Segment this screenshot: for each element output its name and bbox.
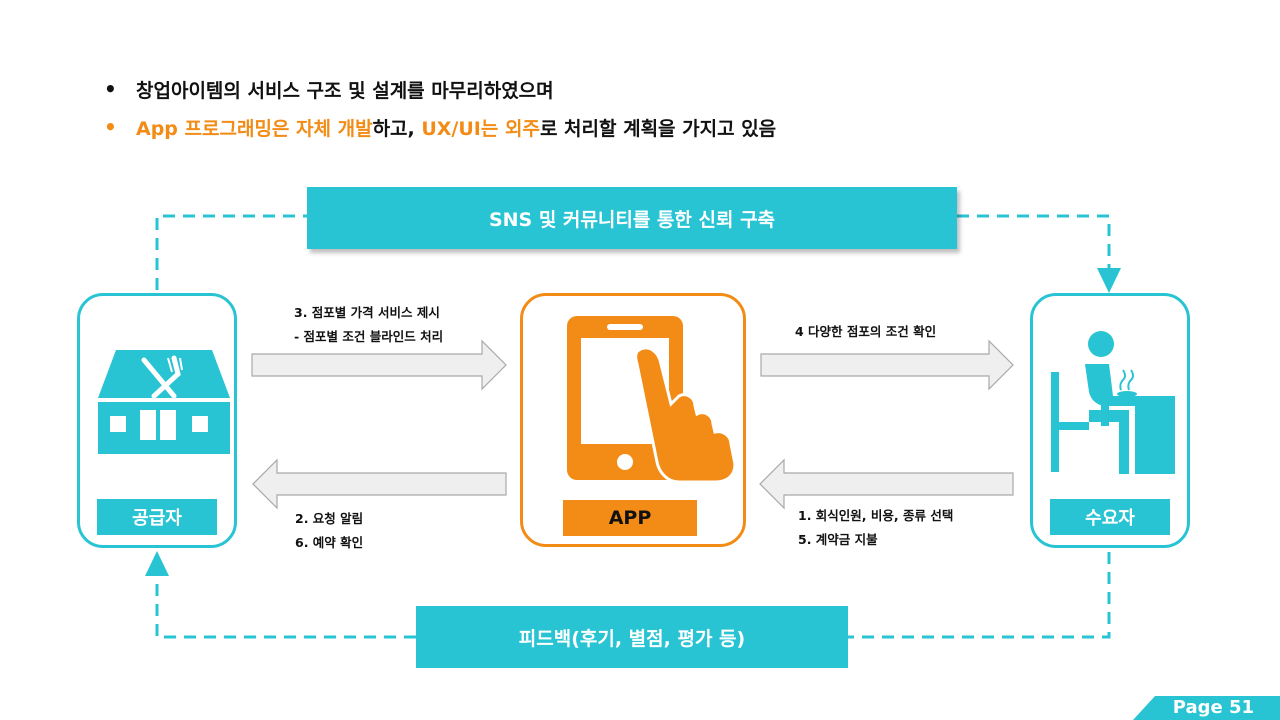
flow-step: 4 다양한 점포의 조건 확인	[795, 324, 937, 339]
bullet-text: 창업아이템의 서비스 구조 및 설계를 마무리하였으며	[136, 76, 554, 103]
bottom-dashed-connector	[155, 575, 416, 639]
flow-step: 1. 회식인원, 비용, 종류 선택	[798, 508, 954, 523]
highlight-segment: App 프로그래밍은 자체 개발	[136, 117, 373, 140]
trust-banner: SNS 및 커뮤니티를 통한 신뢰 구축	[307, 187, 957, 249]
bullet-segment: 하고,	[372, 117, 422, 140]
consumer-node: 수요자	[1030, 293, 1190, 548]
flow-step: 6. 예약 확인	[295, 535, 364, 550]
bullet-segment: 창업아이템의 서비스 구조 및 설계를 마무리하였으며	[136, 79, 554, 102]
flow-label-supplier-to-app: 3. 점포별 가격 서비스 제시 - 점포별 조건 블라인드 처리	[294, 301, 443, 349]
bullet-text: App 프로그래밍은 자체 개발하고, UX/UI는 외주로 처리할 계획을 가…	[136, 114, 776, 141]
flow-step: 5. 계약금 지불	[798, 532, 878, 547]
app-label: APP	[563, 500, 697, 536]
flow-label-app-to-consumer: 4 다양한 점포의 조건 확인	[795, 320, 936, 344]
left-arrow-consumer-to-app	[759, 458, 1014, 510]
restaurant-icon	[98, 350, 230, 454]
app-node: APP	[520, 293, 746, 547]
page-tag-shape	[1133, 696, 1280, 720]
smartphone-tap-icon	[567, 316, 737, 482]
page-number-tag: Page 51	[1133, 696, 1280, 720]
bullet-segment: 로 처리할 계획을 가지고 있음	[539, 117, 777, 140]
feedback-banner: 피드백(후기, 별점, 평가 등)	[416, 606, 848, 668]
bottom-dashed-connector	[848, 552, 1111, 639]
supplier-label: 공급자	[97, 499, 217, 535]
up-arrowhead-icon	[145, 551, 169, 576]
top-dashed-connector	[155, 214, 307, 290]
down-arrowhead-icon	[1097, 268, 1121, 293]
page-number: Page 51	[1172, 697, 1254, 718]
left-arrow-app-to-supplier	[252, 458, 507, 510]
highlight-segment: UX/UI는 외주	[421, 117, 540, 140]
supplier-node: 공급자	[77, 293, 237, 548]
flow-step: 3. 점포별 가격 서비스 제시	[294, 305, 440, 320]
flow-step: - 점포별 조건 블라인드 처리	[294, 329, 444, 344]
flow-label-app-to-supplier: 2. 요청 알림 6. 예약 확인	[295, 507, 363, 555]
top-dashed-connector	[957, 214, 1111, 270]
flow-label-consumer-to-app: 1. 회식인원, 비용, 종류 선택 5. 계약금 지불	[798, 504, 953, 552]
bullet-list: • 창업아이템의 서비스 구조 및 설계를 마무리하였으며 • App 프로그래…	[104, 70, 776, 146]
diner-icon	[1051, 331, 1175, 474]
right-arrow-app-to-consumer	[760, 339, 1014, 391]
consumer-label: 수요자	[1050, 499, 1170, 535]
bullet-dot: •	[104, 77, 117, 101]
bullet-item: • App 프로그래밍은 자체 개발하고, UX/UI는 외주로 처리할 계획을…	[104, 108, 776, 146]
bullet-item: • 창업아이템의 서비스 구조 및 설계를 마무리하였으며	[104, 70, 776, 108]
flow-step: 2. 요청 알림	[295, 511, 364, 526]
right-arrow-supplier-to-app	[251, 339, 507, 391]
bullet-dot: •	[104, 115, 117, 139]
